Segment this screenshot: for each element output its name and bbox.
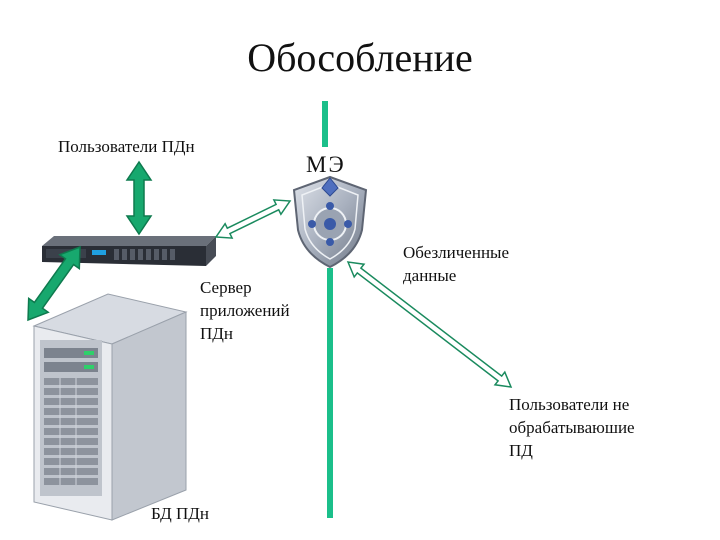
anonymized-data-label: Обезличенные данные [403, 243, 510, 285]
db-pdn-label: БД ПДн [151, 504, 209, 523]
slide-title: Обособление [247, 35, 473, 80]
tower-server-icon [32, 293, 188, 521]
firewall-line-top [322, 101, 328, 147]
app-server-label: Сервер приложений ПДн [200, 278, 290, 343]
arrow-users-to-app-server [125, 160, 153, 236]
arrow-firewall-to-external-users [346, 261, 513, 388]
shield-icon [292, 175, 368, 269]
users-pdn-label: Пользователи ПДн [58, 137, 195, 156]
arrow-app-server-to-db [27, 245, 81, 322]
arrow-app-server-to-firewall [214, 199, 292, 239]
non-processing-users-label: Пользователи не обрабатываюшие ПД [509, 395, 635, 460]
firewall-label: МЭ [306, 152, 346, 177]
firewall-line-bottom [327, 268, 333, 518]
